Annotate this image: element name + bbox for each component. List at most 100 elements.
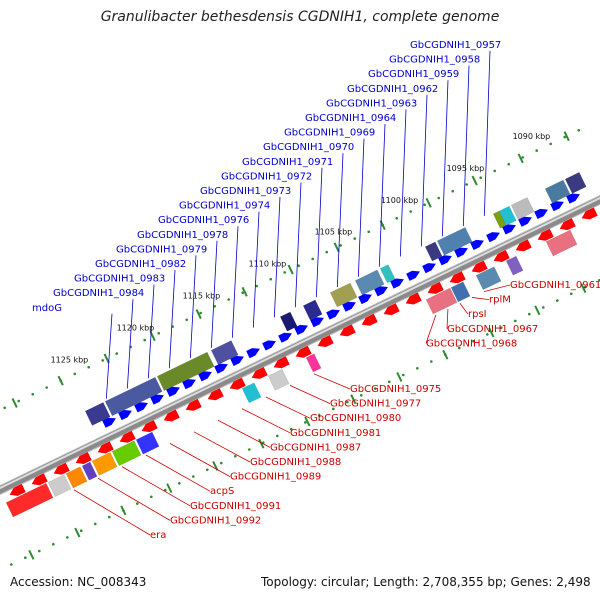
guide-dot: [332, 407, 335, 411]
scale-tick: [517, 153, 524, 164]
gene-label-reverse: GbCGDNIH1_0968: [426, 338, 517, 349]
guide-dot: [255, 284, 258, 288]
backbone-highlight: [0, 196, 600, 490]
gene-forward-block: [354, 269, 385, 296]
scale-tick: [563, 131, 570, 142]
gene-label-reverse: GbCGDNIH1_0992: [170, 515, 261, 526]
gene-forward-block: [210, 340, 239, 365]
guide-dot: [108, 515, 111, 519]
gene-label-forward: GbCGDNIH1_0970: [263, 142, 354, 153]
leader-line: [231, 226, 239, 338]
gene-forward-arrow: [102, 417, 116, 428]
guide-dot: [234, 454, 237, 458]
gene-reverse-block: [545, 229, 578, 257]
gene-label-forward: GbCGDNIH1_0969: [284, 128, 375, 139]
gene-reverse-arrow: [97, 441, 114, 454]
guide-dot: [486, 333, 489, 336]
gene-label-reverse: GbCGDNIH1_0981: [290, 428, 381, 439]
leader-line: [294, 182, 302, 308]
leader-line: [273, 196, 281, 318]
guide-dot: [304, 421, 307, 424]
leader-line: [289, 385, 331, 404]
gene-forward-arrow: [518, 216, 532, 227]
leader-line: [169, 443, 231, 477]
gene-reverse-arrow: [75, 452, 92, 464]
gene-reverse-block: [5, 482, 54, 518]
gene-forward-arrow: [230, 355, 244, 366]
scale-tick: [333, 242, 340, 253]
gene-forward-block: [84, 402, 111, 426]
accession-text: Accession: NC_008343: [10, 575, 147, 589]
gene-forward-block: [510, 197, 535, 220]
gene-label-forward: GbCGDNIH1_0976: [158, 215, 249, 226]
guide-dot: [248, 448, 251, 451]
gene-label-reverse: rpsI: [468, 309, 487, 320]
leader-line: [193, 431, 251, 463]
gene-reverse-arrow: [493, 250, 510, 262]
gene-forward-block: [544, 179, 571, 204]
guide-dot: [87, 365, 90, 369]
guide-dot: [283, 271, 287, 274]
guide-dot: [458, 346, 461, 350]
guide-dot: [451, 189, 455, 193]
guide-dot: [115, 352, 118, 355]
guide-dot: [388, 380, 391, 384]
gene-label-forward: GbCGDNIH1_0958: [389, 55, 480, 66]
gene-label-forward: GbCGDNIH1_0959: [368, 69, 459, 80]
gene-reverse-arrow: [53, 462, 70, 475]
scale-tick: [425, 197, 432, 208]
guide-dot: [465, 183, 469, 186]
leader-line: [313, 373, 351, 390]
guide-dot: [101, 359, 104, 362]
gene-reverse-arrow: [295, 345, 312, 358]
guide-dot: [143, 338, 146, 342]
gene-forward-arrow: [294, 324, 308, 335]
gene-forward-arrow: [310, 317, 324, 328]
guide-dot: [479, 176, 483, 179]
guide-dot: [353, 237, 357, 240]
guide-dot: [73, 372, 76, 376]
scale-tick: [103, 353, 110, 364]
gene-reverse-arrow: [317, 335, 334, 347]
guide-dot: [346, 400, 349, 404]
gene-forward-arrow: [374, 286, 388, 297]
leader-line: [459, 303, 469, 315]
gene-forward-arrow: [390, 278, 404, 289]
gene-forward-arrow: [134, 402, 148, 413]
guide-dot: [339, 244, 343, 247]
gene-forward-arrow: [438, 255, 452, 266]
leader-line: [462, 65, 470, 227]
leader-line: [168, 269, 176, 369]
leader-line: [189, 255, 197, 359]
guide-dot: [374, 387, 377, 390]
leader-line: [399, 109, 407, 257]
guide-dot: [493, 169, 497, 173]
guide-dot: [402, 373, 405, 377]
gene-forward-arrow: [150, 394, 164, 405]
scale-tick: [166, 483, 173, 494]
gene-reverse-block: [81, 461, 98, 481]
leader-line: [315, 167, 323, 298]
guide-dot: [213, 305, 216, 308]
guide-dot: [563, 135, 566, 139]
guide-dot: [276, 434, 279, 438]
gene-forward-arrow: [326, 309, 340, 320]
gene-reverse-arrow: [31, 473, 48, 486]
gene-label-forward: GbCGDNIH1_0982: [95, 259, 186, 270]
guide-dot: [500, 326, 503, 330]
gene-reverse-arrow: [361, 313, 378, 326]
guide-dot: [45, 386, 48, 389]
gene-reverse-block: [475, 266, 502, 291]
gene-reverse-arrow: [141, 420, 158, 433]
leader-line: [105, 313, 113, 399]
leader-line: [73, 489, 151, 536]
guide-dot: [38, 549, 41, 553]
guide-dot: [514, 319, 517, 323]
gene-forward-block: [302, 299, 323, 321]
backbone: [0, 196, 600, 494]
gene-label-reverse: GbCGDNIH1_0980: [310, 413, 401, 424]
guide-dot: [185, 318, 188, 322]
gene-reverse-arrow: [559, 218, 576, 231]
kbp-label: 1090 kbp: [513, 132, 551, 141]
